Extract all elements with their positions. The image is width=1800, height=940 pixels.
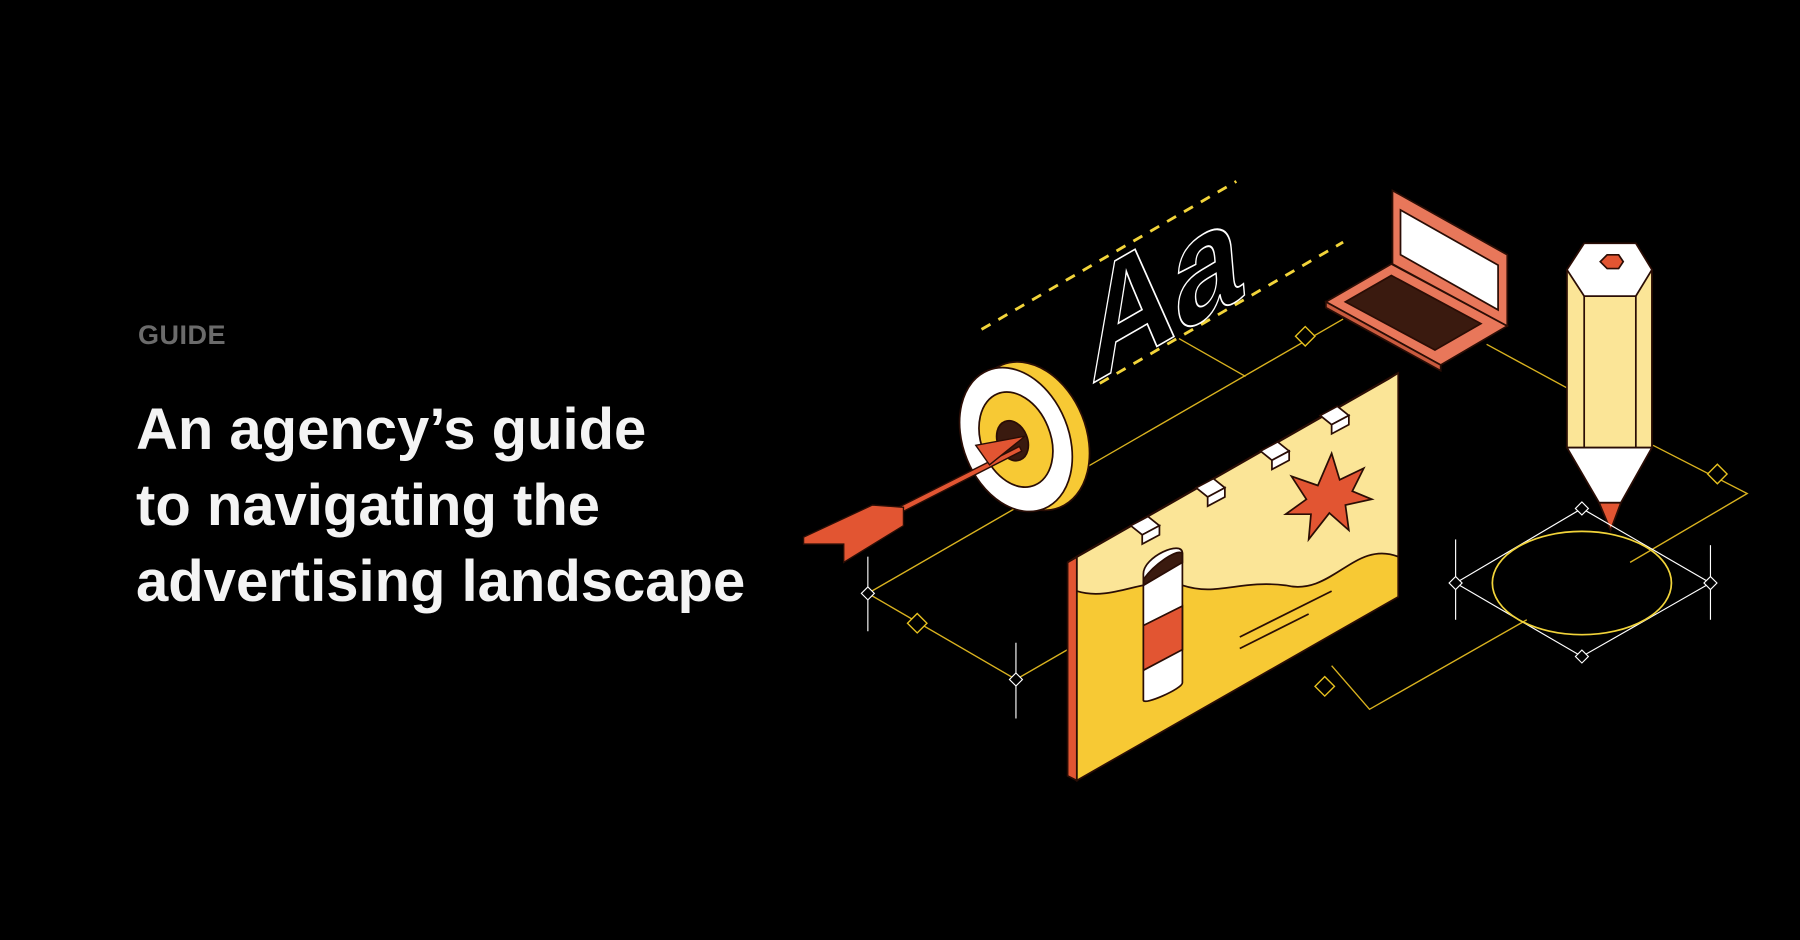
ellipse-selection-icon — [1448, 501, 1718, 664]
typography-guides — [980, 180, 1344, 385]
arrow-icon — [802, 435, 1026, 564]
laptop-icon — [1324, 189, 1510, 373]
pencil-icon — [1565, 242, 1654, 533]
title-line: advertising landscape — [136, 549, 746, 614]
title-line: to navigating the — [136, 473, 600, 538]
category-label: GUIDE — [138, 320, 227, 350]
anchor-points — [906, 325, 1729, 698]
billboard-icon — [1066, 371, 1400, 782]
page-title: An agency’s guide to navigating the adve… — [136, 392, 745, 620]
typography-sample: Aa — [1079, 158, 1248, 417]
title-line: An agency’s guide — [136, 397, 647, 462]
measure-markers — [860, 539, 1712, 719]
